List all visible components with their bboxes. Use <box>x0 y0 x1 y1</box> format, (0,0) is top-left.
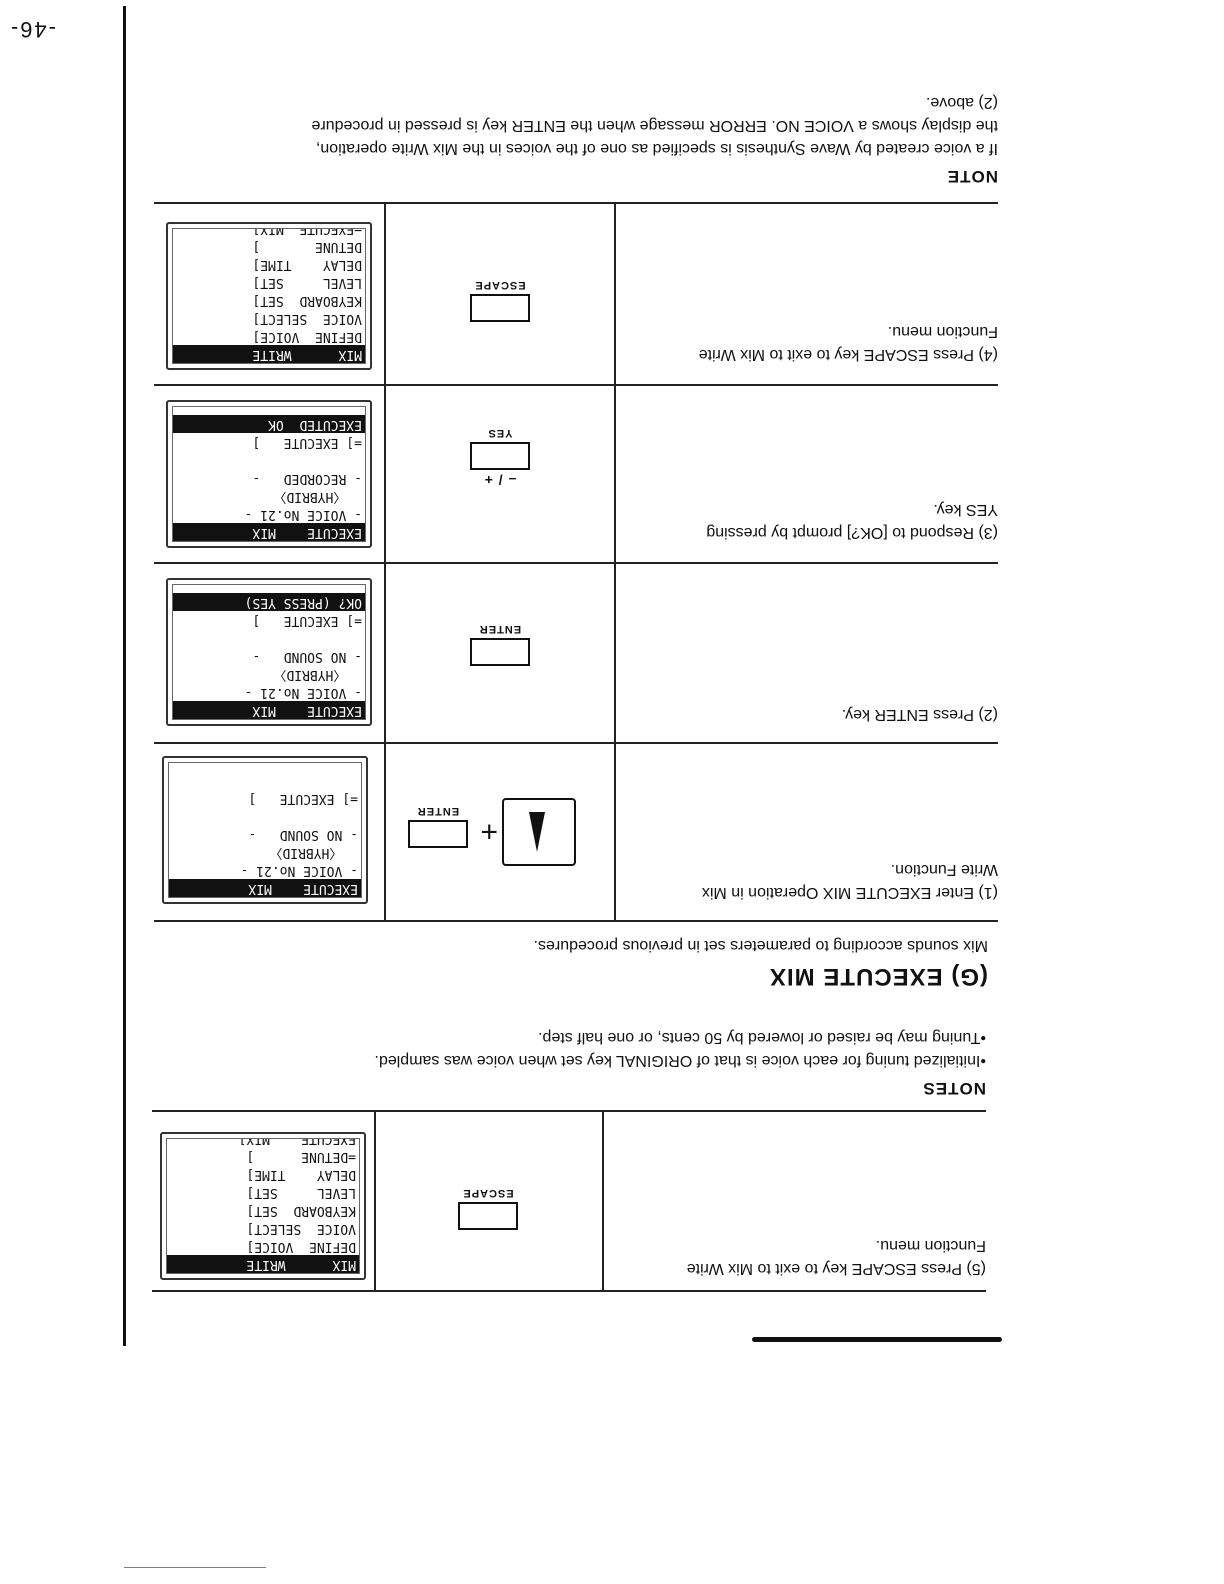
lcd-line: =] EXECUTE ] <box>252 613 362 628</box>
lcd-line: DETUNE ] <box>252 239 362 254</box>
escape-key[interactable]: ESCAPE <box>458 1187 518 1230</box>
key-icon <box>458 1202 518 1230</box>
shift-up-key[interactable] <box>502 798 576 866</box>
note-line: •Initialized tuning for each voice is th… <box>374 1052 986 1069</box>
lcd-line: =EXECUTE MIX] <box>252 228 362 236</box>
lcd-display: EXECUTE MIX- VOICE No.21 - 〈HYBRID〉 - NO… <box>162 756 368 904</box>
arrow-up-icon <box>529 812 545 852</box>
enter-key[interactable]: ENTER <box>470 623 530 666</box>
lcd-screen: EXECUTE MIX- VOICE No.21 - 〈HYBRID〉 - RE… <box>172 406 366 542</box>
key-icon <box>470 442 530 470</box>
key-icon <box>470 638 530 666</box>
lcd-line: =] EXECUTE ] <box>248 791 358 806</box>
lcd-line: EXECUTE MIX <box>169 879 361 897</box>
lcd-line: DELAY TIME] <box>252 257 362 272</box>
note-line: (2) above. <box>925 94 998 111</box>
lcd-line <box>173 451 365 469</box>
yes-key[interactable]: – / + YES <box>470 427 530 488</box>
plus-sign: + <box>480 815 498 848</box>
note-heading: NOTE <box>946 167 998 186</box>
table-divider <box>384 204 386 920</box>
decorative-rule <box>752 1337 1002 1342</box>
lcd-screen: EXECUTE MIX- VOICE No.21 - 〈HYBRID〉 - NO… <box>168 762 362 898</box>
section-subtitle: Mix sounds according to parameters set i… <box>533 937 988 954</box>
table-divider <box>602 1112 604 1290</box>
lcd-line: KEYBOARD SET] <box>246 1203 356 1218</box>
lcd-line <box>169 771 361 789</box>
lcd-line: =] EXECUTE ] <box>252 435 362 450</box>
lcd-line: VOICE SELECT] <box>246 1221 356 1236</box>
page-number: -46- <box>8 17 56 42</box>
lcd-line: =DETUNE ] <box>246 1149 356 1164</box>
lcd-line: - VOICE No.21 - <box>244 507 362 522</box>
escape-key[interactable]: ESCAPE <box>470 279 530 322</box>
edge-rule <box>124 1567 266 1568</box>
lcd-line <box>169 807 361 825</box>
table-rule <box>154 920 998 922</box>
lcd-line <box>169 762 361 771</box>
lcd-line: MIX WRITE <box>167 1255 359 1273</box>
step-1-text: (1) Enter EXECUTE MIX Operation in Mix W… <box>701 861 998 901</box>
notes-heading: NOTES <box>922 1079 986 1098</box>
step-4-text: (4) Press ESCAPE key to exit to Mix Writ… <box>698 323 998 363</box>
table-rule <box>152 1110 986 1112</box>
table-rule <box>154 384 998 386</box>
table-divider <box>614 204 616 920</box>
lcd-line: 〈HYBRID〉 <box>249 667 362 682</box>
lcd-line: EXECUTE MIX <box>173 523 365 541</box>
lcd-line: EXECUTE MIX] <box>238 1138 356 1146</box>
lcd-line: MIX WRITE <box>173 345 365 363</box>
lcd-line: - VOICE No.21 - <box>244 685 362 700</box>
lcd-line: LEVEL SET] <box>252 275 362 290</box>
notes-text: •Initialized tuning for each voice is th… <box>374 1026 986 1072</box>
lcd-line <box>173 584 365 593</box>
lcd-line: - VOICE No.21 - <box>240 863 358 878</box>
lcd-line <box>173 629 365 647</box>
lcd-line: - NO SOUND - <box>252 649 362 664</box>
key-icon <box>470 294 530 322</box>
lcd-line: 〈HYBRID〉 <box>245 845 358 860</box>
lcd-display: EXECUTE MIX- VOICE No.21 - 〈HYBRID〉 - RE… <box>166 400 372 548</box>
lcd-line: VOICE SELECT] <box>252 311 362 326</box>
table-rule <box>154 562 998 564</box>
step-5-text: (5) Press ESCAPE key to exit to Mix Writ… <box>686 1237 986 1277</box>
lcd-line: DELAY TIME] <box>246 1167 356 1182</box>
lcd-line: KEYBOARD SET] <box>252 293 362 308</box>
lcd-line: 〈HYBRID〉 <box>249 489 362 504</box>
lcd-display: EXECUTE MIX- VOICE No.21 - 〈HYBRID〉 - NO… <box>166 578 372 726</box>
note-line: the display shows a VOICE NO. ERROR mess… <box>311 117 998 134</box>
lcd-line: OK? (PRESS YES) <box>173 593 365 611</box>
lcd-line: EXECUTED OK <box>173 415 365 433</box>
lcd-line: EXECUTE MIX <box>173 701 365 719</box>
note-line: •Tuning may be raised or lowered by 50 c… <box>538 1029 986 1046</box>
note-line: If a voice created by Wave Synthesis is … <box>315 140 998 157</box>
note-text: If a voice created by Wave Synthesis is … <box>311 91 998 160</box>
lcd-line: DEFINE VOICE] <box>252 329 362 344</box>
lcd-screen: EXECUTE MIX- VOICE No.21 - 〈HYBRID〉 - NO… <box>172 584 366 720</box>
enter-key[interactable]: ENTER <box>408 805 468 848</box>
lcd-line: - NO SOUND - <box>248 827 358 842</box>
table-divider <box>374 1112 376 1290</box>
lcd-line: DEFINE VOICE] <box>246 1239 356 1254</box>
table-rule <box>154 202 998 204</box>
step-3-text: (3) Respond to [OK?] prompt by pressing … <box>706 501 998 541</box>
margin-bar <box>123 6 126 1346</box>
step-2-text: (2) Press ENTER key. <box>841 706 998 723</box>
lcd-line <box>173 406 365 415</box>
section-title: (G) EXECUTE MIX <box>768 963 988 990</box>
table-rule <box>152 1290 986 1292</box>
lcd-line: LEVEL SET] <box>246 1185 356 1200</box>
table-rule <box>154 742 998 744</box>
lcd-line: - RECORDED - <box>252 471 362 486</box>
key-icon <box>408 820 468 848</box>
